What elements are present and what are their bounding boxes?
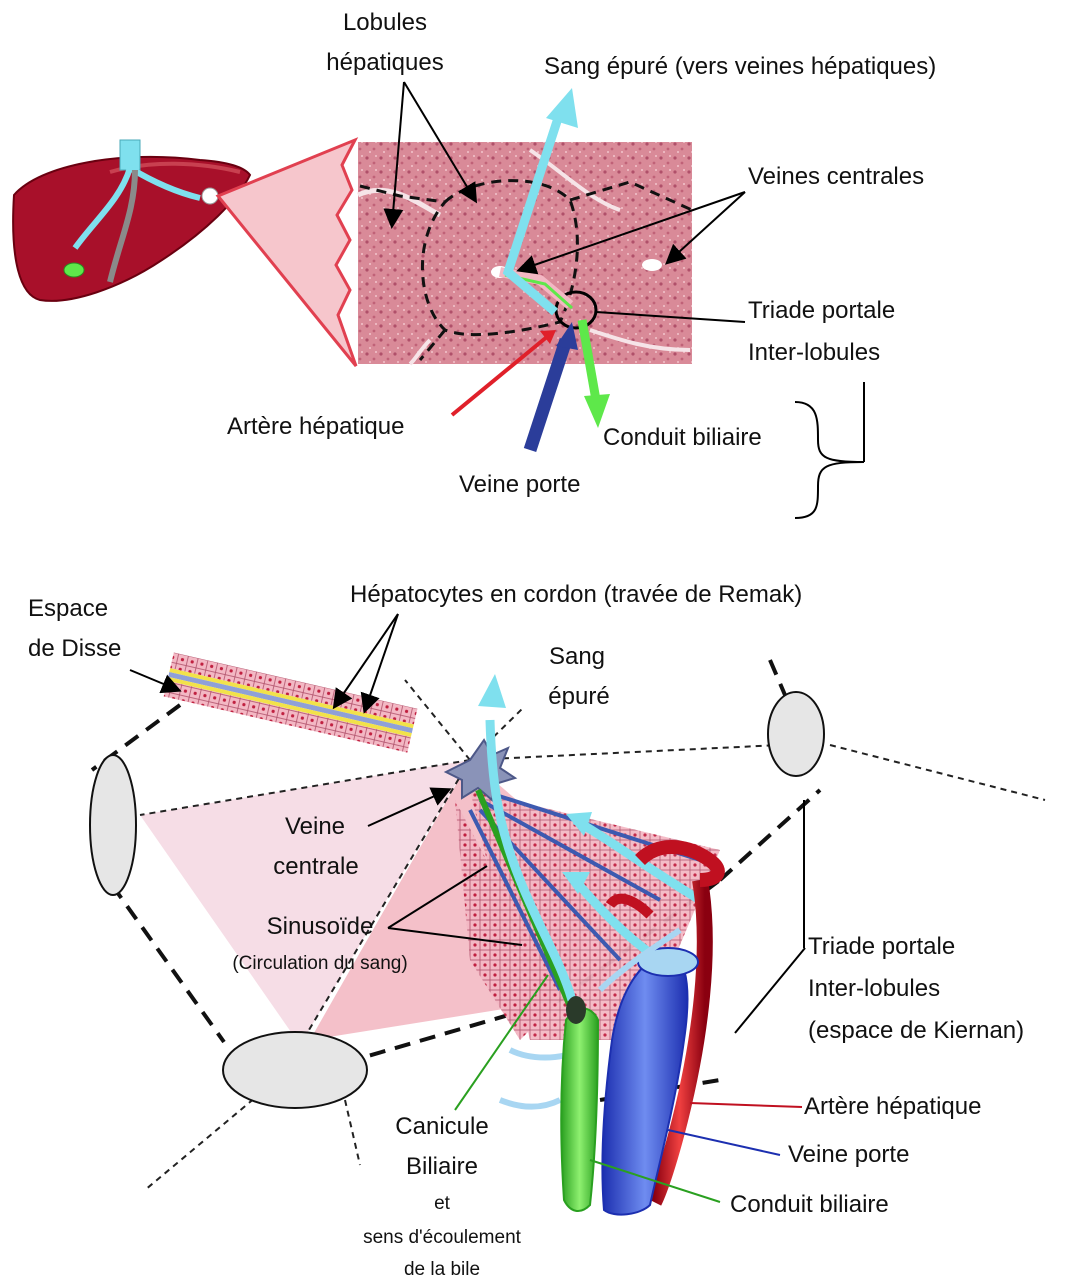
label-et: et: [434, 1192, 450, 1216]
label-circulation-du-sang: (Circulation du sang): [232, 952, 407, 976]
label-inter-lobules-bottom: Inter-lobules: [808, 974, 940, 1004]
label-veine-porte: Veine porte: [459, 470, 580, 500]
label-veines-centrales: Veines centrales: [748, 162, 924, 192]
label-veine-porte-bottom: Veine porte: [788, 1140, 909, 1170]
label-lobules: Lobules: [343, 8, 427, 38]
label-biliaire: Biliaire: [406, 1152, 478, 1182]
label-triade-portale-bottom: Triade portale: [808, 932, 955, 962]
label-hepatiques: hépatiques: [326, 48, 443, 78]
label-artere-hepatique-bottom: Artère hépatique: [804, 1092, 981, 1122]
label-triade-portale: Triade portale: [748, 296, 895, 326]
bracket-brace: [795, 402, 864, 518]
label-canicule: Canicule: [395, 1112, 488, 1142]
label-de-la-bile: de la bile: [404, 1258, 480, 1282]
label-de-disse: de Disse: [28, 634, 121, 664]
label-inter-lobules: Inter-lobules: [748, 338, 880, 368]
label-centrale: centrale: [273, 852, 358, 882]
label-espace: Espace: [28, 594, 108, 624]
label-artere-hepatique: Artère hépatique: [227, 412, 404, 442]
liver-organ-icon: [13, 140, 250, 301]
label-sang-epure-long: Sang épuré (vers veines hépatiques): [544, 52, 936, 82]
label-sang: Sang: [549, 642, 605, 672]
label-conduit-biliaire: Conduit biliaire: [603, 423, 762, 453]
label-veine: Veine: [285, 812, 345, 842]
label-sens-ecoulement: sens d'écoulement: [363, 1226, 521, 1250]
label-hepatocytes-en-cordon: Hépatocytes en cordon (travée de Remak): [350, 580, 802, 610]
label-espace-de-kiernan: (espace de Kiernan): [808, 1016, 1024, 1046]
central-vein-spot: [642, 259, 662, 271]
label-sinusoide: Sinusoïde: [267, 912, 374, 942]
label-epure: épuré: [548, 682, 609, 712]
label-conduit-biliaire-bottom: Conduit biliaire: [730, 1190, 889, 1220]
